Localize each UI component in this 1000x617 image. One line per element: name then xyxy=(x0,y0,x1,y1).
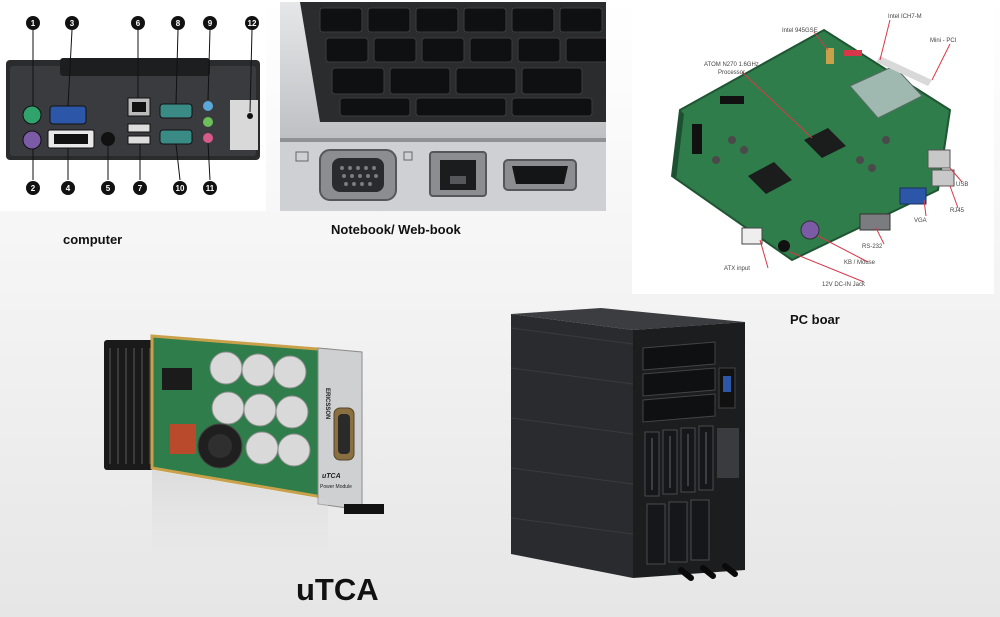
label-rs232: RS-232 xyxy=(862,244,883,250)
port-number-2: 2 xyxy=(31,184,36,193)
port-number-10: 10 xyxy=(176,184,185,193)
label-vga: VGA xyxy=(914,218,927,224)
notebook-caption: Notebook/ Web-book xyxy=(331,222,461,237)
port-number-5: 5 xyxy=(106,184,111,193)
port-number-11: 11 xyxy=(206,184,215,193)
port-number-12: 12 xyxy=(248,19,257,28)
port-number-4: 4 xyxy=(66,184,71,193)
utca-caption: uTCA xyxy=(296,572,379,607)
label-ich7m: Intel ICH7-M xyxy=(888,14,922,20)
label-dc-in-jack: 12V DC-IN Jack xyxy=(822,282,866,288)
pc-board-caption: PC boar xyxy=(790,312,840,327)
label-945gse: Intel 945GSE xyxy=(782,28,818,34)
label-processor: Processor xyxy=(718,70,745,76)
computer-panel-image: 1 3 6 8 9 12 2 4 5 7 10 11 xyxy=(0,0,266,211)
port-number-7: 7 xyxy=(138,184,143,193)
port-number-3: 3 xyxy=(70,19,75,28)
module-logo-text: uTCA xyxy=(322,473,341,480)
label-rj45: RJ45 xyxy=(950,208,965,214)
notebook-panel-image xyxy=(280,2,606,211)
label-usb: USB xyxy=(956,182,968,188)
module-brand-label: ERICSSON xyxy=(324,388,330,419)
label-atx-input: ATX input xyxy=(724,266,750,272)
tower-server-image xyxy=(505,308,765,590)
label-mini-pci: Mini - PCI xyxy=(930,38,957,44)
utca-module-image: ERICSSON uTCA Power Module xyxy=(100,328,390,578)
label-kb-mouse: KB / Mouse xyxy=(844,260,876,266)
port-number-6: 6 xyxy=(136,19,141,28)
port-number-markers xyxy=(26,16,259,195)
port-number-8: 8 xyxy=(176,19,181,28)
pc-board-panel-image: Intel ICH7-M Intel 945GSE Mini - PCI ATO… xyxy=(632,0,994,294)
computer-caption: computer xyxy=(63,232,123,247)
port-number-1: 1 xyxy=(31,19,36,28)
module-subtitle: Power Module xyxy=(320,484,352,490)
port-number-9: 9 xyxy=(208,19,213,28)
label-atom: ATOM N270 1.6GHz xyxy=(704,62,759,68)
